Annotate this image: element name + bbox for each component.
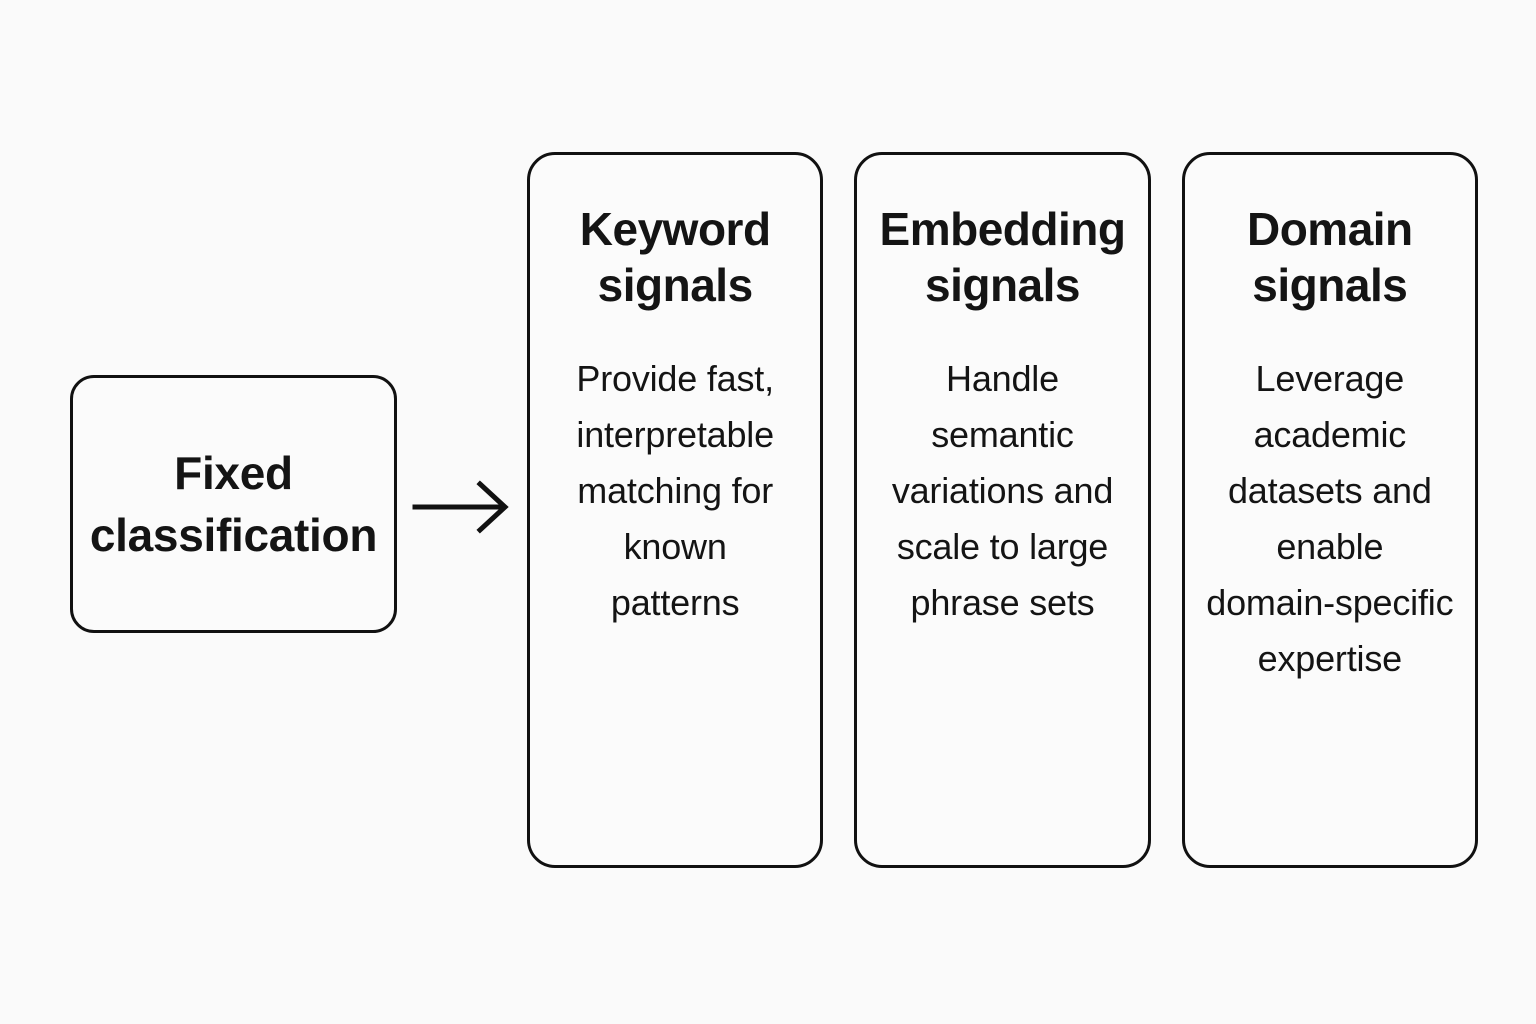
signal-cards-group: Keyword signals Provide fast, interpreta…	[527, 152, 1478, 868]
signal-card-body: Leverage academic datasets and enable do…	[1206, 358, 1454, 679]
signal-card-title: Embedding signals	[879, 203, 1126, 311]
signal-card-keyword[interactable]: Keyword signals Provide fast, interpreta…	[527, 152, 824, 868]
source-node-fixed-classification[interactable]: Fixed classification	[70, 375, 397, 633]
signal-card-title: Domain signals	[1246, 203, 1413, 311]
signal-card-embedding[interactable]: Embedding signals Handle semantic variat…	[854, 152, 1151, 868]
signal-card-title: Keyword signals	[579, 203, 771, 311]
signal-card-body: Handle semantic variations and scale to …	[891, 358, 1114, 623]
signal-card-body: Provide fast, interpretable matching for…	[576, 358, 774, 623]
arrow-right-icon	[410, 478, 514, 536]
signal-card-domain[interactable]: Domain signals Leverage academic dataset…	[1181, 152, 1478, 868]
source-node-label: Fixed classification	[89, 447, 378, 561]
